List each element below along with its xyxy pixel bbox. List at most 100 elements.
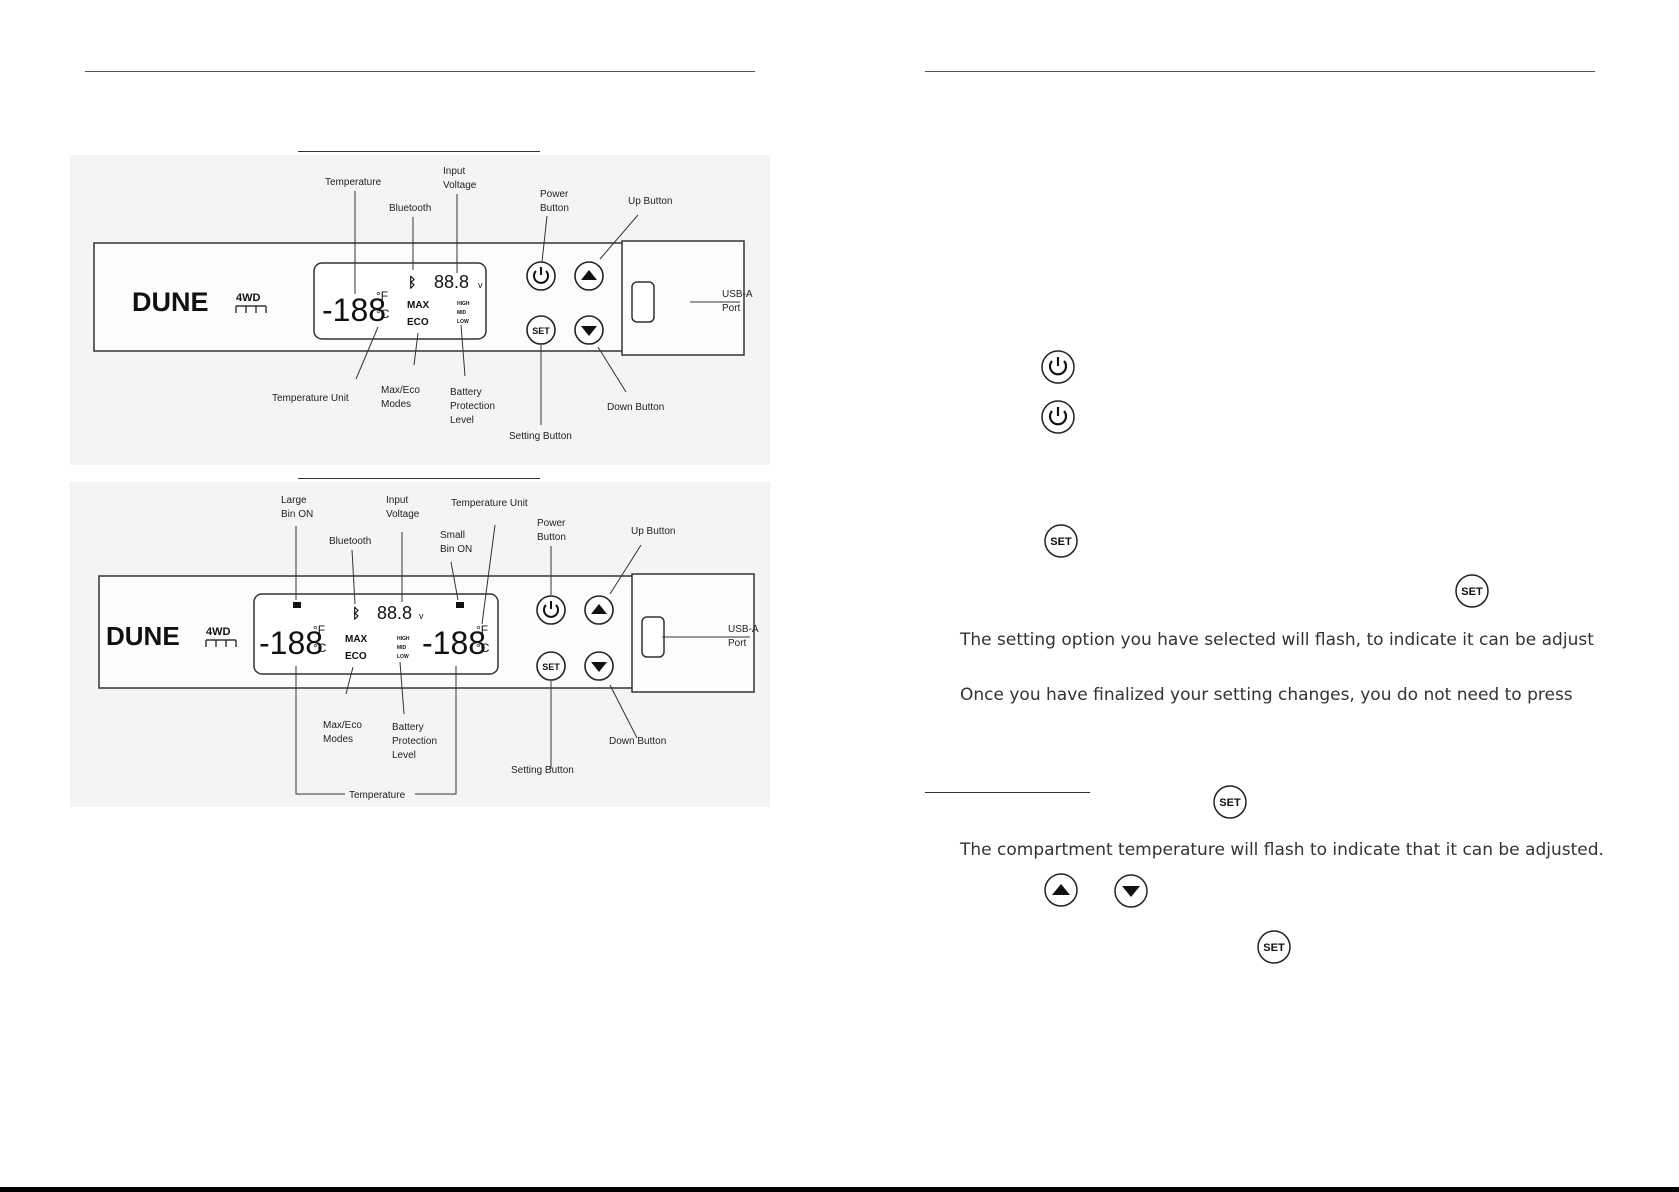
lcd-high: HIGH [397, 636, 410, 642]
label-maxeco-2: Modes [323, 734, 353, 745]
panel-down-button [584, 651, 614, 681]
label-usb-2: Port [722, 303, 741, 314]
leader-lines [295, 524, 750, 795]
control-panel-diagram-dual-zone: DUNE 4WD -188 °F °C ᛒ 88.8 v MAX ECO HIG… [70, 482, 770, 807]
label-down-button: Down Button [607, 402, 664, 413]
lcd-high: HIGH [457, 301, 470, 307]
lcd-voltage: 88.8 [434, 272, 469, 292]
label-large-bin-1: Large [281, 495, 307, 506]
brand-sup: 4WD [206, 626, 231, 638]
usb-a-port [631, 281, 655, 323]
bluetooth-symbol: ᛒ [408, 274, 416, 290]
panel-up-button [584, 595, 614, 625]
dune-4wd-logo: DUNE 4WD [132, 287, 267, 317]
diagram1-caption-rule [298, 151, 540, 152]
lcd-deg-c-left: °C [313, 641, 327, 655]
label-maxeco-1: Max/Eco [323, 720, 362, 731]
label-battery-3: Level [392, 750, 416, 761]
label-power-2: Button [537, 532, 566, 543]
svg-text:SET: SET [542, 662, 560, 672]
label-down-button: Down Button [609, 736, 666, 747]
panel-set-button: SET [526, 315, 556, 345]
panel-set-button: SET [536, 651, 566, 681]
svg-text:SET: SET [532, 326, 550, 336]
diagram2-caption-rule [298, 478, 540, 479]
lcd-deg-c: °C [376, 307, 390, 321]
brand-text: DUNE [132, 287, 209, 317]
label-up-button: Up Button [628, 196, 672, 207]
small-bin-indicator [456, 602, 464, 608]
label-usb-1: USB-A [722, 289, 753, 300]
label-maxeco-1: Max/Eco [381, 385, 420, 396]
label-battery-3: Level [450, 415, 474, 426]
label-setting-button: Setting Button [511, 765, 574, 776]
set-icon: SET [1454, 573, 1490, 614]
brand-text: DUNE [106, 621, 180, 651]
label-usb-2: Port [728, 638, 747, 649]
label-temperature: Temperature [325, 177, 382, 188]
brand-sup: 4WD [236, 292, 261, 304]
label-small-bin-1: Small [440, 530, 465, 541]
leader-lines [354, 191, 740, 425]
lcd-deg-f: °F [376, 289, 388, 303]
label-temperature-unit: Temperature Unit [451, 498, 528, 509]
label-battery-2: Protection [450, 401, 495, 412]
label-maxeco-2: Modes [381, 399, 411, 410]
label-input-voltage-2: Voltage [443, 180, 477, 191]
left-page-header-rule [85, 71, 755, 72]
lcd-low: LOW [397, 654, 409, 660]
lcd-temperature-right: -188 [422, 625, 486, 661]
panel-down-button [574, 315, 604, 345]
label-temperature-unit: Temperature Unit [272, 393, 349, 404]
large-bin-indicator [293, 602, 301, 608]
panel-up-button [574, 261, 604, 291]
label-setting-button: Setting Button [509, 431, 572, 442]
lcd-eco: ECO [407, 317, 429, 328]
label-input-voltage-1: Input [443, 166, 465, 177]
power-icon [1040, 349, 1076, 390]
usb-a-port [641, 616, 665, 658]
down-arrow-icon [1113, 873, 1149, 914]
label-bluetooth: Bluetooth [329, 536, 371, 547]
lcd-deg-f-right: °F [476, 623, 488, 637]
lcd-window [253, 593, 499, 675]
lcd-mid: MID [457, 310, 467, 316]
text-setting-option-flash: The setting option you have selected wil… [960, 630, 1594, 650]
label-input-voltage-1: Input [386, 495, 408, 506]
label-temperature: Temperature [349, 790, 406, 801]
lcd-deg-f-left: °F [313, 623, 325, 637]
svg-text:SET: SET [1219, 797, 1241, 809]
lcd-max: MAX [345, 634, 368, 645]
dune-4wd-logo: DUNE 4WD [106, 621, 237, 651]
right-page-header-rule [925, 71, 1595, 72]
label-battery-1: Battery [392, 722, 424, 733]
text-compartment-temp-flash: The compartment temperature will flash t… [960, 840, 1604, 860]
label-bluetooth: Bluetooth [389, 203, 431, 214]
set-icon: SET [1212, 784, 1248, 825]
control-panel-diagram-single-zone: DUNE 4WD -188 °F °C ᛒ 88.8 v MAX ECO HIG… [70, 155, 770, 465]
lcd-max: MAX [407, 300, 430, 311]
svg-text:SET: SET [1050, 536, 1072, 548]
label-power-2: Button [540, 203, 569, 214]
lcd-temperature: -188 [322, 292, 386, 328]
set-icon: SET [1043, 523, 1079, 564]
lcd-mid: MID [397, 645, 407, 651]
section-heading-rule [925, 792, 1090, 793]
label-small-bin-2: Bin ON [440, 544, 472, 555]
svg-text:SET: SET [1263, 942, 1285, 954]
label-large-bin-2: Bin ON [281, 509, 313, 520]
text-finalized-settings: Once you have finalized your setting cha… [960, 685, 1573, 705]
set-icon: SET [1256, 929, 1292, 970]
label-power-1: Power [537, 518, 566, 529]
label-up-button: Up Button [631, 526, 675, 537]
label-battery-1: Battery [450, 387, 482, 398]
label-usb-1: USB-A [728, 624, 759, 635]
lcd-eco: ECO [345, 651, 367, 662]
panel-power-button [536, 595, 566, 625]
page-bottom-bar [0, 1187, 1679, 1192]
label-input-voltage-2: Voltage [386, 509, 420, 520]
up-arrow-icon [1043, 872, 1079, 913]
panel-power-button [526, 261, 556, 291]
lcd-low: LOW [457, 319, 469, 325]
lcd-volt-unit: v [419, 611, 424, 621]
